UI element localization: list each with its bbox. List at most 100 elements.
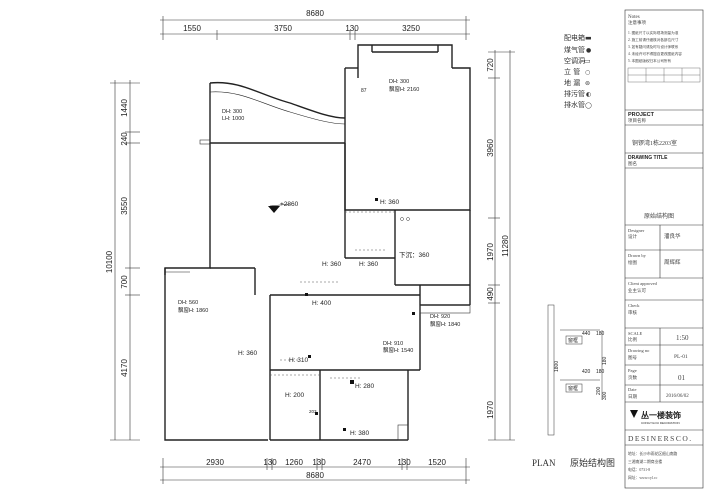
dim-right-total: 11280: [501, 235, 510, 257]
tb-drawing-title-label: DRAWING TITLE: [628, 155, 668, 161]
top-dimension-chain: [160, 16, 470, 40]
h380: H: 380: [350, 430, 370, 437]
legend-label-5: 地 漏: [564, 78, 580, 87]
tb-company-info-4: 网址：www.cyl.cc: [628, 475, 658, 480]
mini-detail: [547, 304, 603, 436]
tb-company-logo: 丛一楼装饰: [641, 410, 681, 420]
legend-label-2: 煤气管: [564, 45, 585, 54]
h360-upper: H: 360: [380, 199, 400, 206]
mini-f: 300: [602, 391, 608, 400]
tb-designer-cn: 设计: [628, 233, 637, 240]
label-203: 203: [309, 409, 317, 414]
dim-left-5: 4170: [120, 359, 129, 377]
legend-symbol-5: ⊚: [585, 80, 590, 87]
legend: 配电箱 ▬ 煤气管 ● 空调洞 ▭ 立 管 ○ 地 漏 ⊚ 排污管 ◐ 排水管 …: [564, 33, 592, 109]
dim-top-2: 3750: [274, 24, 292, 33]
dim-top-1: 1550: [183, 24, 201, 33]
mini-tag2: 窗框: [568, 385, 578, 392]
tb-company-logo-sub: CONGYILOU DECORATION: [641, 421, 680, 425]
note-dh910-dh: DH: 910: [383, 341, 403, 347]
bottom-dimension-chain: [160, 458, 470, 484]
dim-right-4: 490: [486, 287, 495, 301]
dim-left-4: 700: [120, 275, 129, 289]
tb-drawing-no: PL-01: [674, 354, 688, 360]
h360-lower: H: 360: [238, 350, 258, 357]
tb-company-info-1: 地址：长沙市雨花区韶山南路: [628, 451, 678, 456]
tb-drawing-no-label: Drawing no: [628, 348, 650, 353]
elevation-marker: [268, 206, 280, 213]
note-dh560-dh: DH: 560: [178, 300, 198, 306]
label-87: 87: [361, 88, 367, 94]
dim-right-1: 720: [486, 58, 495, 72]
tb-project-label: PROJECT: [628, 112, 655, 118]
left-dimension-chain: [110, 80, 140, 441]
tb-drawing-title-cn: 图名: [628, 160, 637, 167]
h360-left: H: 360: [322, 261, 342, 268]
note-dh300-lh1000-lh: LH: 1000: [222, 116, 244, 122]
tb-client-cn: 业主认可: [628, 287, 646, 294]
tb-date: 2016/06/02: [666, 394, 689, 399]
tb-client-label: Client approved: [628, 281, 658, 286]
tb-company-info-3: 电话：0731-8: [628, 467, 650, 472]
tb-page-label: Page: [628, 368, 637, 373]
note-dh560-win: 飘窗H: 1860: [178, 306, 208, 314]
mini-b: 180: [596, 331, 605, 337]
tb-check-label: Check: [628, 303, 640, 308]
dim-bottom-total: 8680: [306, 471, 324, 480]
tb-project-label-cn: 项目名称: [628, 117, 646, 124]
title-block: [624, 9, 704, 489]
tb-page-cn: 页数: [628, 374, 637, 381]
note-dh300-window-win: 飘窗H: 2160: [389, 85, 419, 93]
tb-drawn: 周辉辉: [664, 258, 681, 266]
elev-2860: +2860: [280, 201, 299, 208]
dim-left-total: 10100: [105, 250, 114, 273]
tb-notes-title: Notes: [628, 15, 640, 20]
tb-scale-label: SCALE: [628, 331, 643, 336]
tb-company-en: DESINERSCO.: [628, 434, 693, 443]
tb-note-5: 5. 本图纸版权归本公司所有: [628, 58, 672, 63]
mini-tag1: 窗框: [568, 337, 578, 344]
mini-c: 420: [582, 369, 591, 375]
legend-label-7: 排水管: [564, 100, 585, 109]
note-dh300-window-dh: DH: 300: [389, 79, 409, 85]
tb-note-3: 3. 如有疑问请及时与设计师联系: [628, 44, 679, 49]
legend-symbol-6: ◐: [586, 91, 591, 98]
dim-left-2: 240: [120, 132, 129, 146]
room-annotations: DH: 300 LH: 1000 DH: 300 飘窗H: 2160 87 +2…: [178, 79, 460, 437]
dim-bottom-1: 2930: [206, 458, 224, 467]
note-dh300-lh1000-dh: DH: 300: [222, 109, 242, 115]
dim-bottom-6: 130: [397, 458, 411, 467]
mini-e: 1800: [554, 361, 560, 372]
dim-left-1: 1440: [120, 99, 129, 117]
door-openings: [270, 211, 395, 379]
h360-right: H: 360: [359, 261, 379, 268]
right-dimension-chain: [488, 50, 515, 441]
note-dh910-win: 飘窗H: 1540: [383, 346, 413, 354]
tb-scale-cn: 比例: [628, 336, 637, 343]
dim-bottom-3: 1260: [285, 458, 303, 467]
h400: H: 400: [312, 300, 332, 307]
tb-note-1: 1. 图纸尺寸以实际现场测量为准: [628, 30, 679, 35]
dim-bottom-2: 130: [263, 458, 277, 467]
tb-drawing-no-cn: 图号: [628, 355, 637, 361]
plan-title-en: PLAN: [532, 458, 556, 468]
dim-top-3: 130: [345, 24, 359, 33]
dim-bottom-4: 130: [312, 458, 326, 467]
tb-page: 01: [678, 374, 686, 382]
tb-check-cn: 审核: [628, 309, 637, 316]
walls: [164, 44, 471, 441]
xiaqu: 下沉：360: [399, 251, 430, 259]
legend-label-4: 立 管: [564, 67, 580, 76]
tb-drawing-title: 原始结构图: [644, 212, 674, 220]
tb-date-label: Date: [628, 387, 637, 392]
legend-label-6: 排污管: [564, 89, 585, 98]
mini-a: 440: [582, 331, 591, 337]
tb-note-2: 2. 施工前请仔细核对各部位尺寸: [628, 37, 679, 42]
tb-date-cn: 日期: [628, 394, 637, 400]
legend-symbol-7: ◯: [585, 102, 592, 109]
windows: [199, 139, 471, 441]
dim-top-total: 8680: [306, 9, 324, 18]
dim-bottom-7: 1520: [428, 458, 446, 467]
legend-symbol-4: ○: [585, 69, 590, 76]
tb-designer: 潘良华: [664, 232, 681, 240]
